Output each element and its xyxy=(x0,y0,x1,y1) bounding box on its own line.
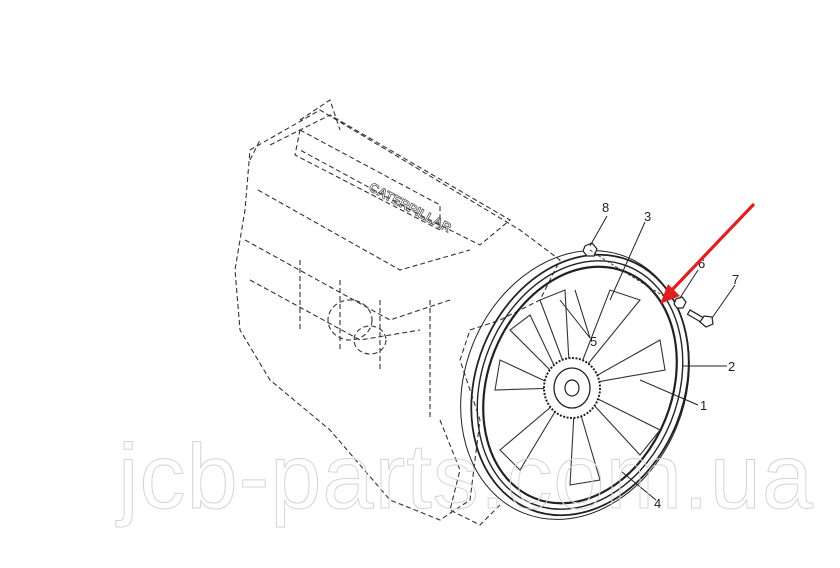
callout-7: 7 xyxy=(732,272,739,287)
callout-numbers: 1 2 3 4 5 6 7 8 xyxy=(590,200,739,511)
callout-1: 1 xyxy=(700,398,707,413)
hardware-washer-6 xyxy=(673,296,687,309)
callout-2: 2 xyxy=(728,359,735,374)
assembly-line xyxy=(589,249,671,301)
red-arrow-icon xyxy=(660,202,756,304)
callout-6: 6 xyxy=(698,256,705,271)
leader-lines xyxy=(559,215,736,501)
callout-4: 4 xyxy=(654,496,661,511)
callout-5: 5 xyxy=(590,334,597,349)
fan-hub xyxy=(543,357,601,419)
svg-text:CATERPILLAR: CATERPILLAR xyxy=(367,179,455,235)
fan-shroud xyxy=(460,250,690,520)
hardware-bolt-7 xyxy=(686,309,714,328)
hardware-nut-8 xyxy=(582,242,598,257)
fan-blades xyxy=(494,289,666,486)
engine-valve-cover-label: CATERPILLAR xyxy=(366,179,455,236)
callout-3: 3 xyxy=(644,209,651,224)
engine-block xyxy=(234,99,561,526)
callout-8: 8 xyxy=(602,200,609,215)
